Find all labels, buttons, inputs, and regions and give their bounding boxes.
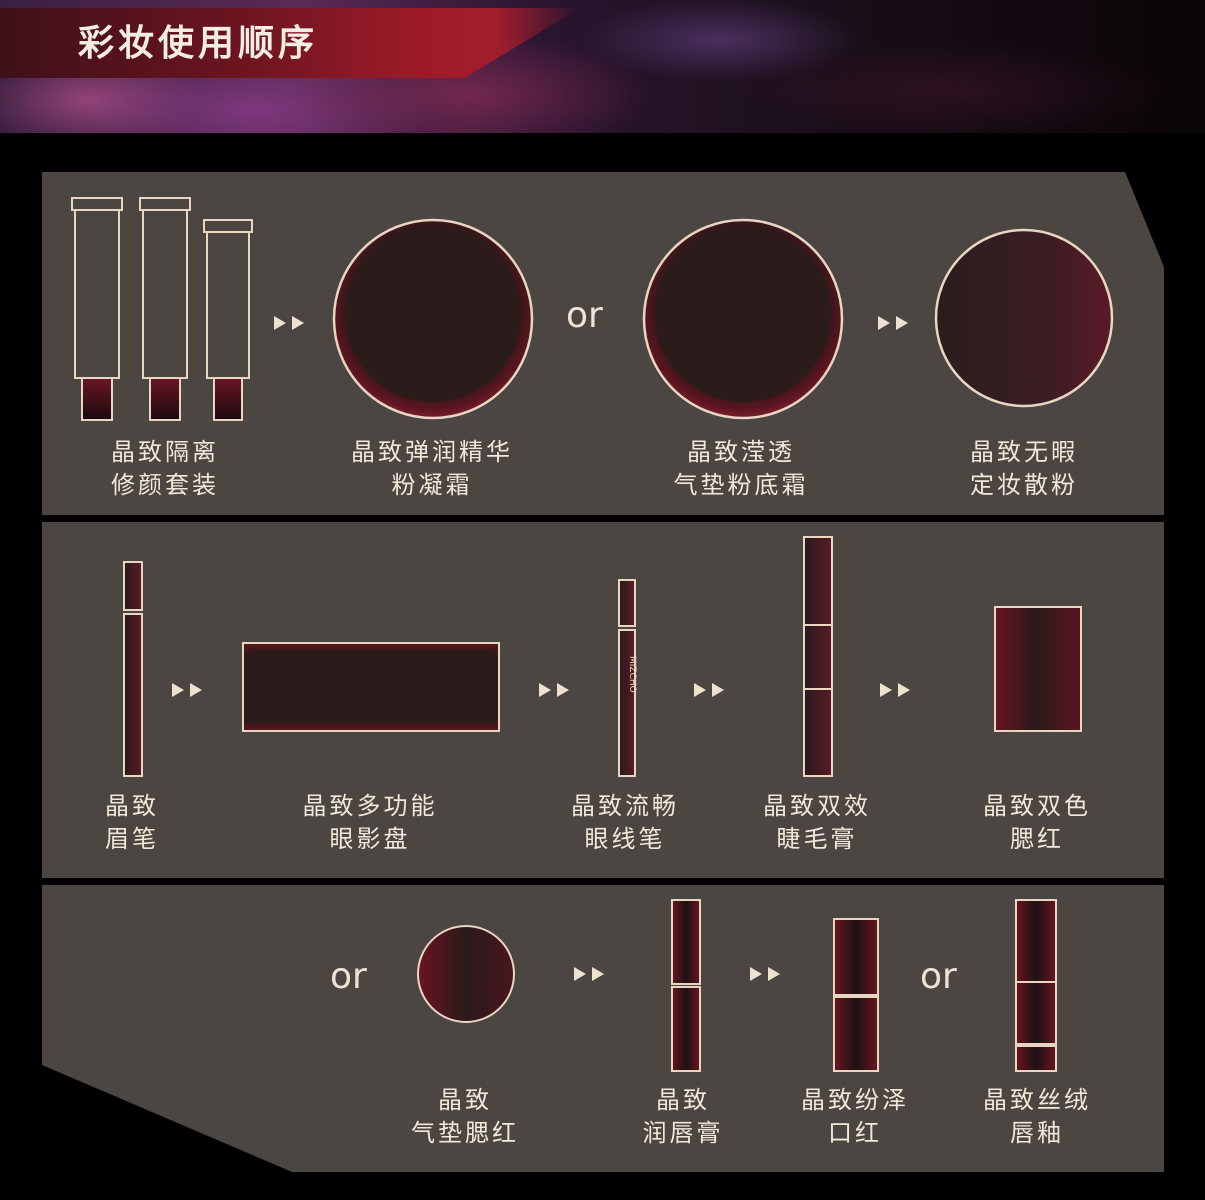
label-primer-set: 晶致隔离修颜套装	[111, 438, 219, 499]
panel-eye-makeup	[42, 522, 1164, 878]
or-text: or	[566, 295, 603, 336]
or-text: or	[920, 956, 957, 997]
mascara-tube	[803, 536, 833, 777]
next-arrow-icon	[880, 683, 910, 697]
label-eyeliner: 晶致流畅眼线笔	[571, 792, 679, 853]
cushion-foundation-compact	[642, 218, 844, 420]
label-mascara: 晶致双效睫毛膏	[763, 792, 871, 853]
next-arrow-icon	[694, 683, 724, 697]
label-cushion-blush: 晶致气垫腮红	[411, 1086, 519, 1147]
label-foundation-cream: 晶致弹润精华粉凝霜	[351, 438, 513, 499]
page-title: 彩妆使用顺序	[78, 23, 319, 64]
cushion-blush-compact	[417, 925, 515, 1023]
foundation-cream-jar	[332, 218, 534, 420]
header-banner: 彩妆使用顺序	[0, 0, 1205, 133]
lip-balm-tube	[671, 899, 701, 1072]
or-text: or	[330, 956, 367, 997]
next-arrow-icon	[172, 683, 202, 697]
next-arrow-icon	[274, 316, 304, 330]
velvet-lip-glaze	[1015, 899, 1057, 1072]
blush-compact	[994, 606, 1082, 732]
lipstick	[833, 918, 879, 1072]
label-lipstick: 晶致纷泽口红	[801, 1086, 909, 1147]
label-blush: 晶致双色腮红	[983, 792, 1091, 853]
next-arrow-icon	[574, 967, 604, 981]
label-cushion-foundation: 晶致滢透气垫粉底霜	[673, 438, 809, 499]
eyeliner-pen: MIZCHO	[618, 579, 637, 777]
label-eyebrow-pencil: 晶致眉笔	[105, 792, 159, 853]
label-lip-glaze: 晶致丝绒唇釉	[983, 1086, 1091, 1147]
eyeshadow-palette	[242, 642, 500, 732]
primer-set-tubes	[71, 197, 253, 421]
label-eyeshadow-palette: 晶致多功能眼影盘	[302, 792, 438, 853]
next-arrow-icon	[750, 967, 780, 981]
eyebrow-pencil	[123, 561, 143, 777]
eyeliner-brand-text: MIZCHO	[627, 656, 637, 693]
next-arrow-icon	[539, 683, 569, 697]
loose-powder-jar	[934, 228, 1114, 408]
label-lip-balm: 晶致润唇膏	[642, 1086, 724, 1147]
next-arrow-icon	[878, 316, 908, 330]
label-loose-powder: 晶致无暇定妆散粉	[970, 438, 1078, 499]
panel-lip-makeup	[42, 885, 1164, 1172]
